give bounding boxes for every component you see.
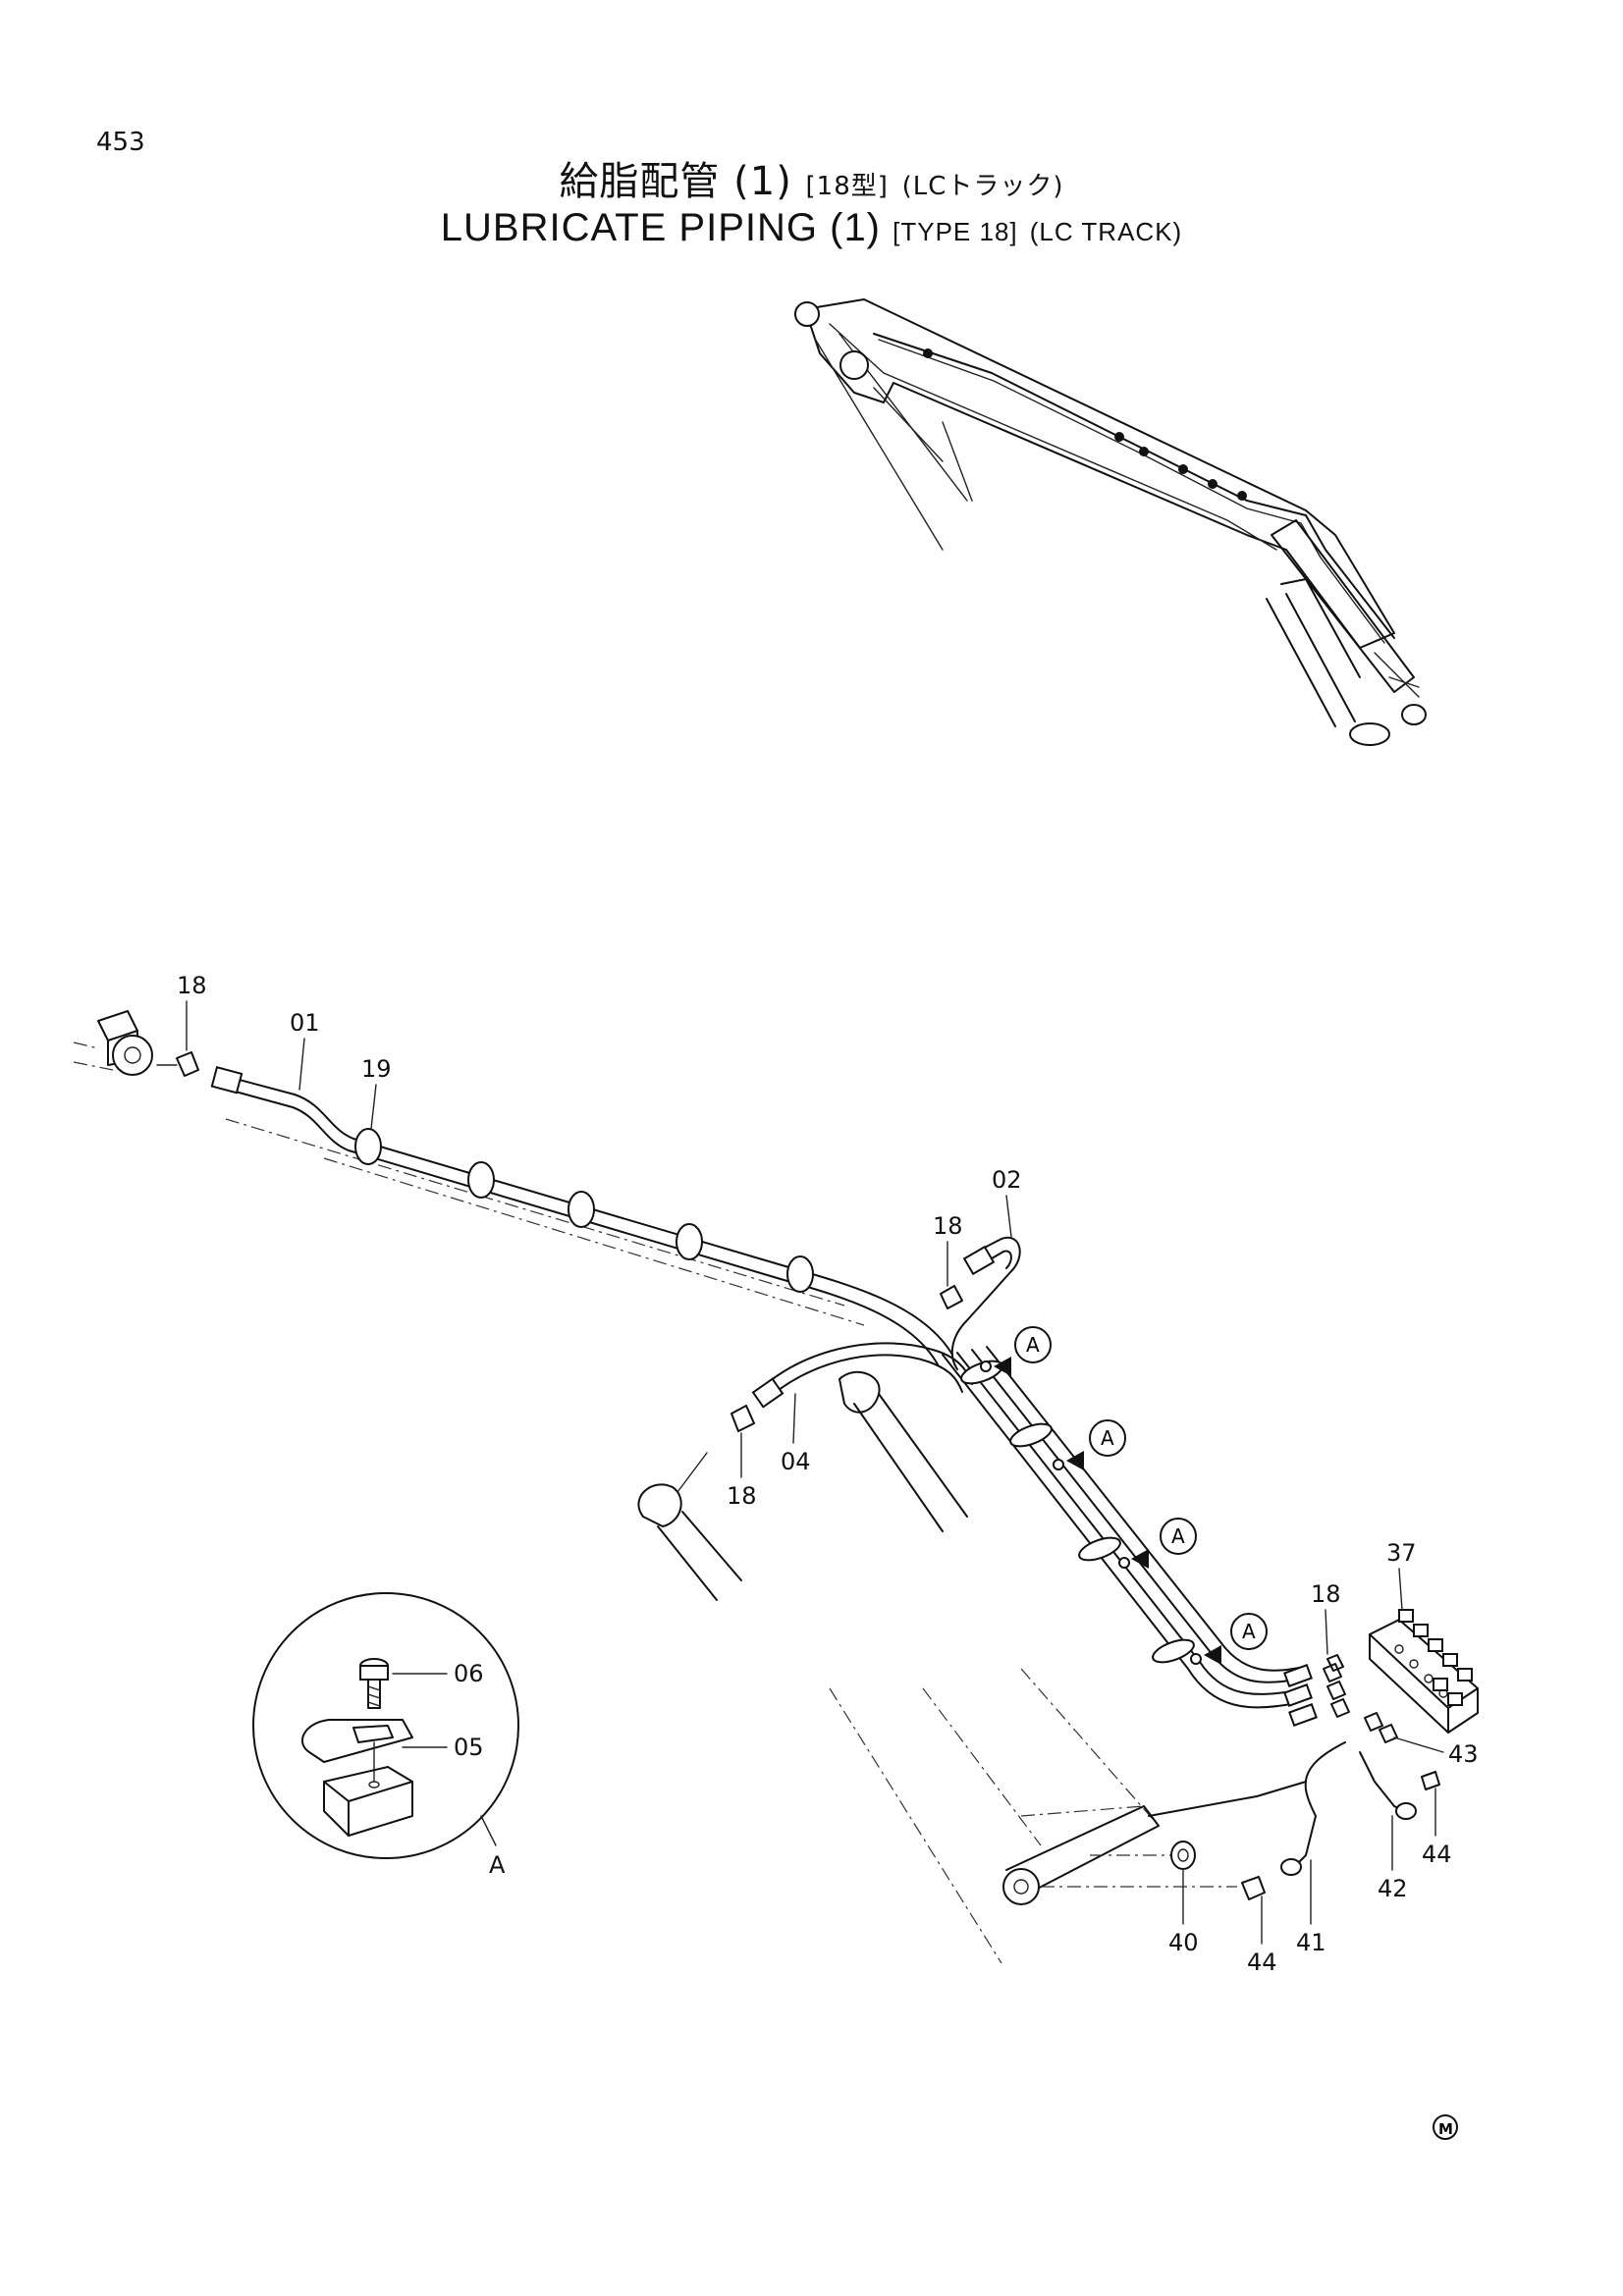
part-label-44: 44 bbox=[1422, 1841, 1452, 1868]
title-japanese: 給脂配管 (1) [18型] (LCトラック) bbox=[0, 149, 1623, 206]
title-en-track: (LC TRACK) bbox=[1029, 217, 1183, 246]
overview-boom-arm bbox=[794, 298, 1427, 746]
title-jp-main: 給脂配管 (1) bbox=[559, 159, 792, 204]
title-english: LUBRICATE PIPING (1) [TYPE 18] (LC TRACK… bbox=[0, 206, 1623, 250]
title-en-type: [TYPE 18] bbox=[893, 217, 1018, 246]
callout-marker-2 bbox=[1066, 1419, 1126, 1470]
part-label-40: 40 bbox=[1168, 1929, 1199, 1956]
part-label-44: 44 bbox=[1247, 1949, 1277, 1976]
callout-marker-text: A bbox=[1101, 1426, 1114, 1450]
part-label-01: 01 bbox=[290, 1009, 320, 1037]
part-label-43: 43 bbox=[1448, 1740, 1479, 1768]
title-en-main: LUBRICATE PIPING (1) bbox=[440, 206, 882, 249]
part-label-19: 19 bbox=[361, 1055, 392, 1083]
page-number: 453 bbox=[96, 128, 145, 157]
footer-mark-circle bbox=[1433, 2114, 1458, 2140]
leader-lines bbox=[186, 1000, 1444, 1945]
clamps-19 bbox=[354, 1128, 814, 1293]
part-label-18: 18 bbox=[933, 1212, 963, 1240]
part-label-02: 02 bbox=[992, 1166, 1022, 1194]
part-label-18: 18 bbox=[727, 1482, 757, 1510]
title-jp-track: (LCトラック) bbox=[901, 172, 1064, 201]
footer-mark: M bbox=[1438, 2120, 1453, 2138]
part-label-41: 41 bbox=[1296, 1929, 1326, 1956]
part-label-05: 05 bbox=[454, 1734, 484, 1761]
callout-marker-3 bbox=[1131, 1518, 1197, 1569]
detail-view-a bbox=[252, 1592, 519, 1859]
part-label-37: 37 bbox=[1386, 1539, 1417, 1567]
callout-marker-text: A bbox=[1171, 1524, 1185, 1548]
part-label-18: 18 bbox=[177, 972, 207, 999]
part-label-04: 04 bbox=[781, 1448, 811, 1475]
grease-nipples-37 bbox=[1398, 1609, 1473, 1706]
part-label-18: 18 bbox=[1311, 1580, 1341, 1608]
detail-view-label: A bbox=[489, 1851, 506, 1879]
title-jp-type: [18型] bbox=[805, 172, 889, 201]
main-piping-diagram bbox=[73, 1010, 1479, 1964]
part-label-42: 42 bbox=[1378, 1875, 1408, 1902]
part-label-06: 06 bbox=[454, 1660, 484, 1687]
callout-marker-text: A bbox=[1026, 1333, 1040, 1357]
callout-markers bbox=[994, 1326, 1268, 1665]
callout-marker-4 bbox=[1204, 1613, 1268, 1665]
callout-marker-text: A bbox=[1242, 1620, 1256, 1643]
callout-marker-1 bbox=[994, 1326, 1052, 1376]
